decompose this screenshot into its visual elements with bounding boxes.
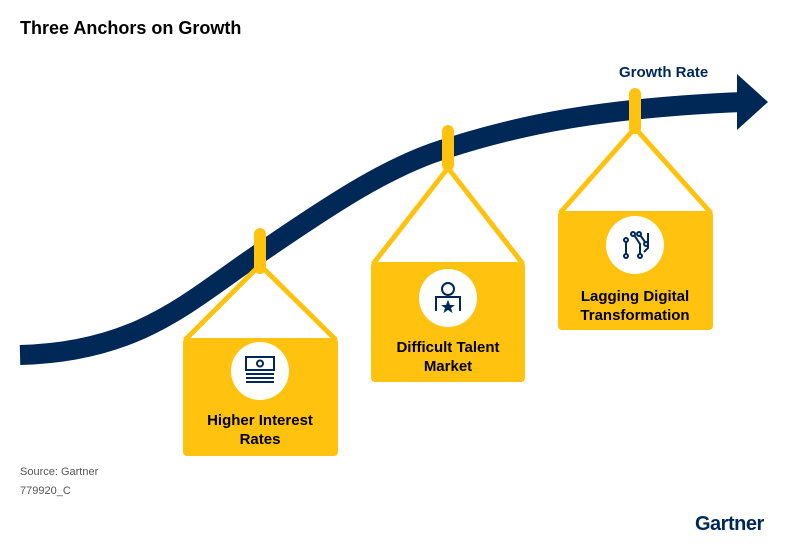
source-note: Source: Gartner — [20, 466, 99, 478]
growth-arrowhead — [737, 74, 768, 130]
person-star-icon — [435, 282, 461, 313]
figure-code: 779920_C — [20, 485, 71, 497]
money-bill-icon — [245, 356, 275, 383]
page-title: Three Anchors on Growth — [20, 18, 242, 38]
growth-rate-label: Growth Rate — [619, 64, 709, 81]
circuit-icon — [623, 231, 649, 259]
anchor-3 — [558, 88, 713, 330]
anchor-1 — [183, 228, 338, 456]
gartner-logo: Gartner — [695, 513, 764, 535]
growth-curve — [19, 92, 743, 365]
anchor-2 — [371, 125, 525, 382]
